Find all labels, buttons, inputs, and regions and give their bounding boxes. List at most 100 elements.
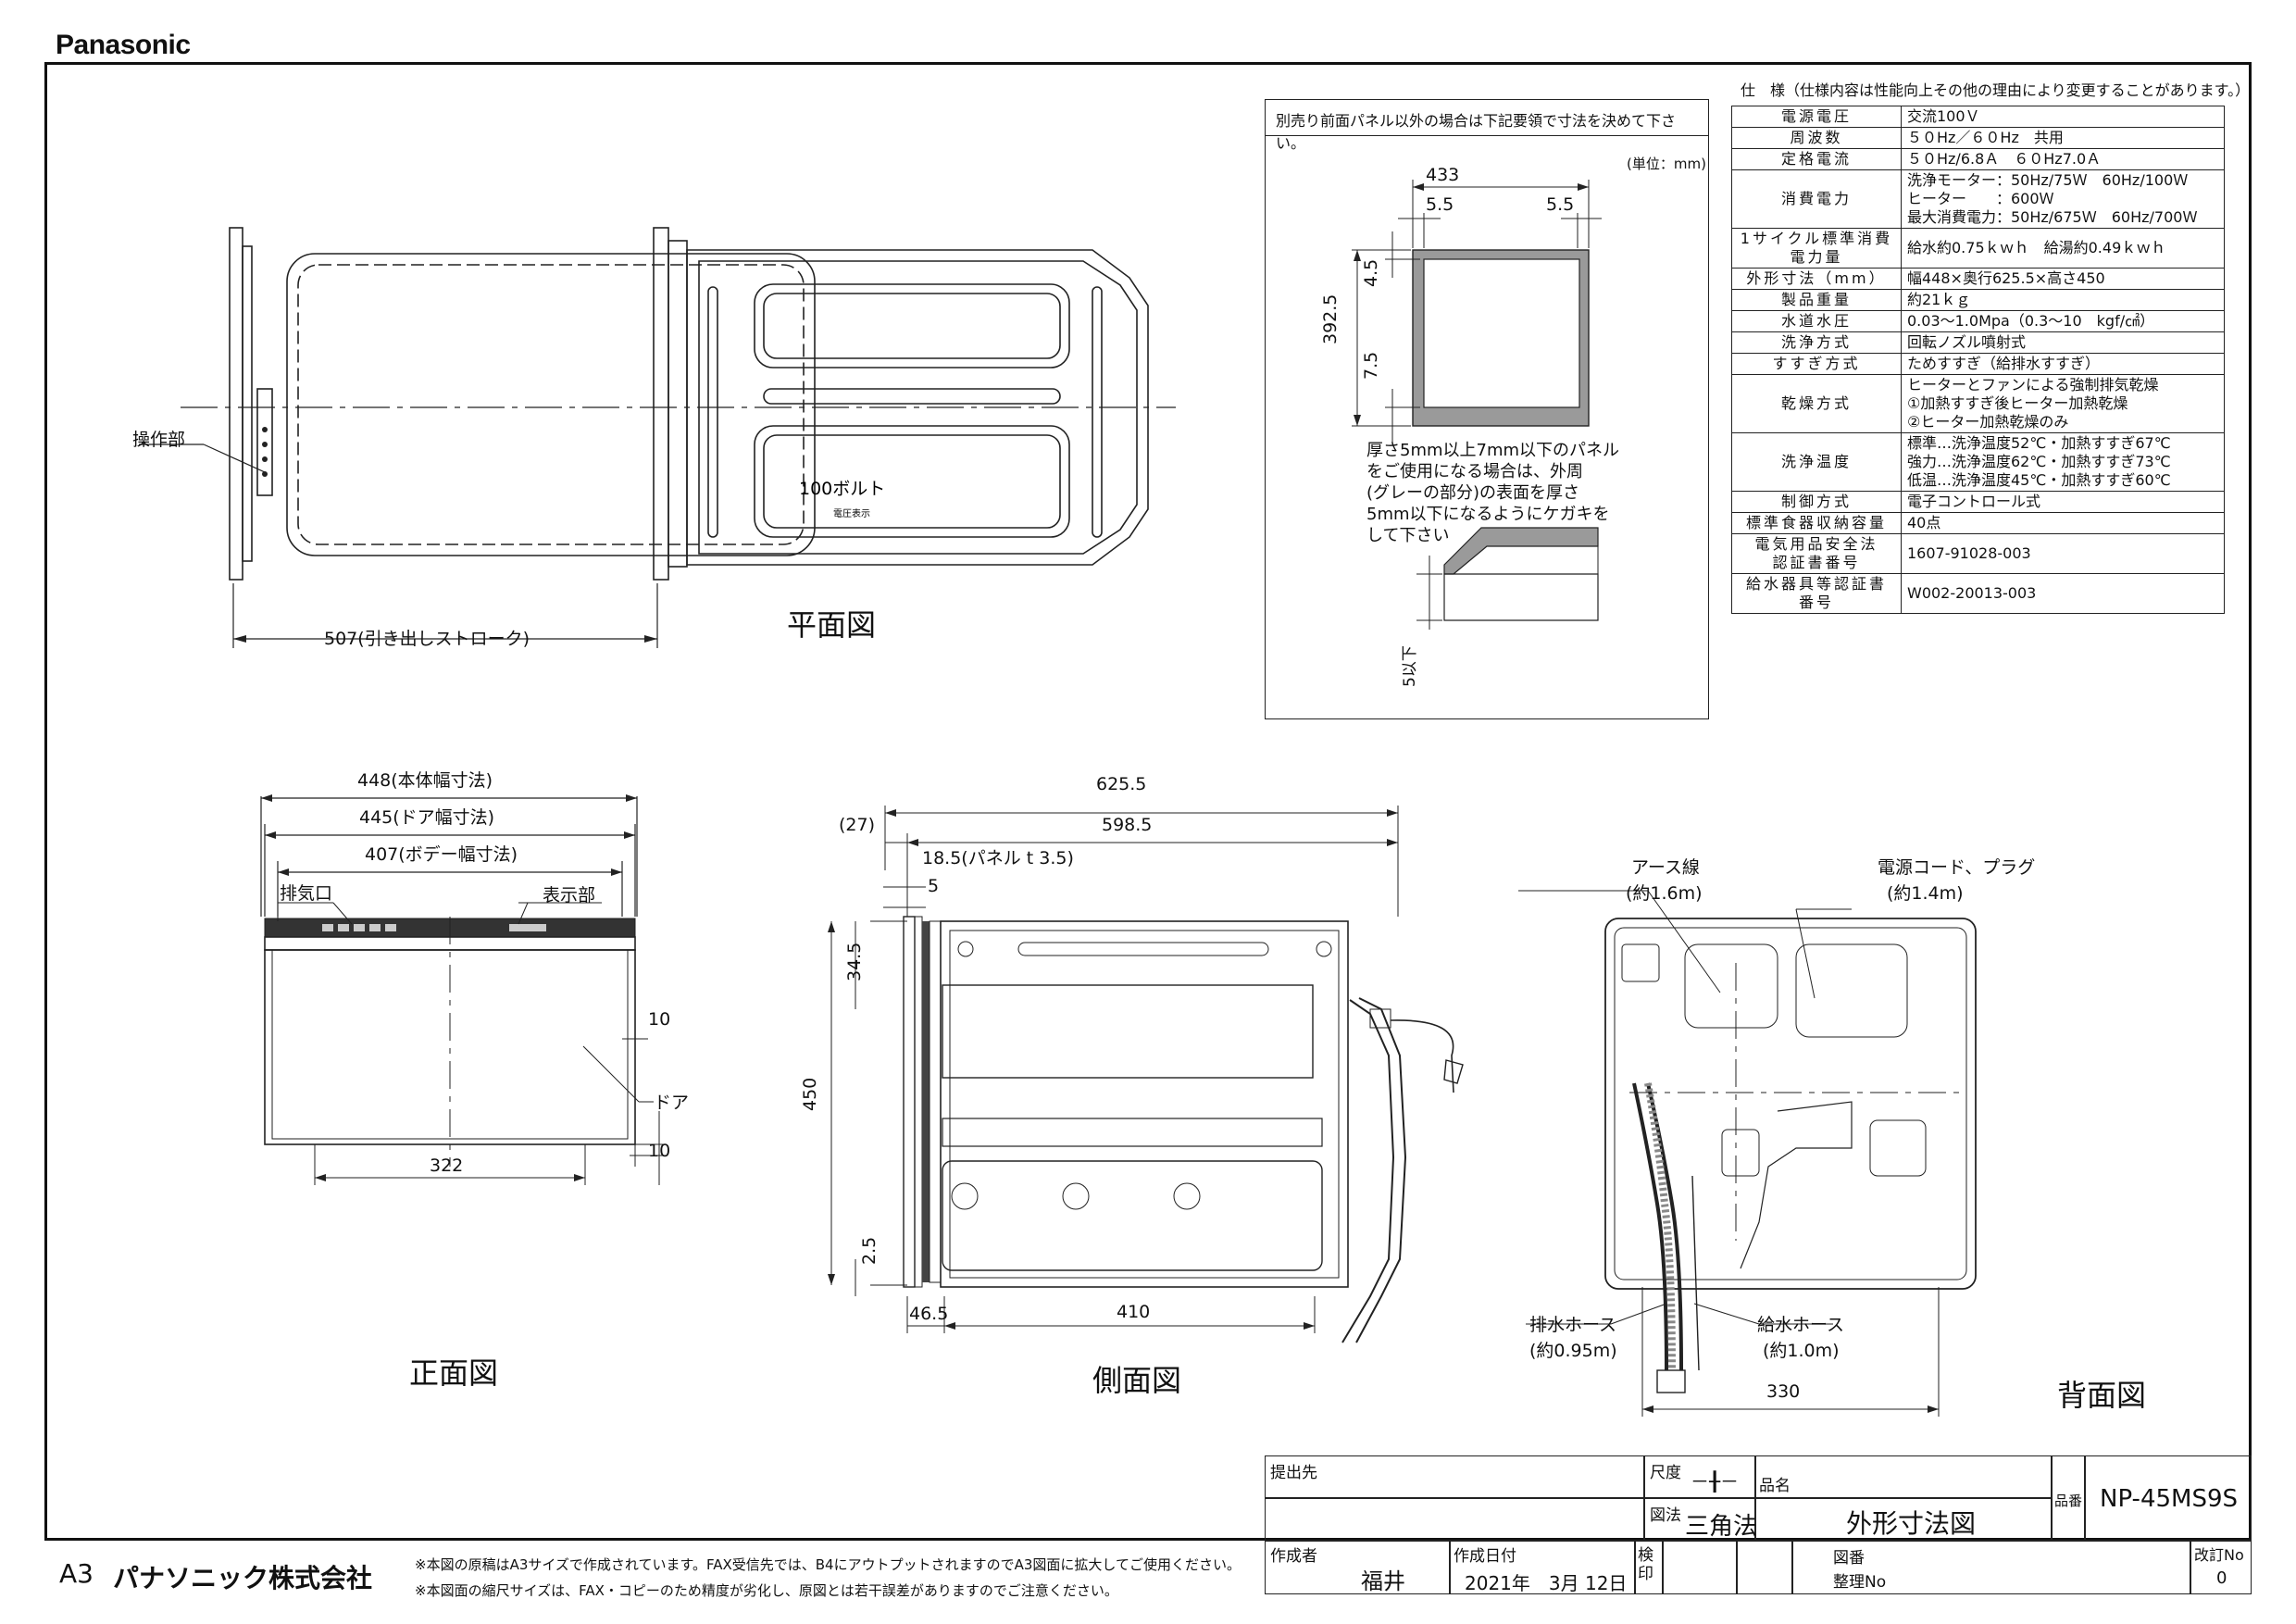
dim-448: 448(本体幅寸法) (357, 770, 493, 791)
tb-drawing-no-label: 図番 (1833, 1549, 1865, 1568)
spec-row: 消費電力洗浄モーター：50Hz/75Ｗ 60Hz/100Ｗ ヒーター ：600Ｗ… (1731, 169, 2225, 229)
spec-title: 仕 様（仕様内容は性能向上その他の理由により変更することがあります。） (1741, 81, 2251, 99)
spec-key: 水道水圧 (1731, 310, 1902, 332)
side-body (940, 920, 1349, 1288)
tb-name-label: 品名 (1759, 1477, 1791, 1495)
spec-value: 回転ノズル噴射式 (1901, 331, 2225, 354)
label-exhaust: 排気口 (280, 883, 333, 904)
spec-value: 標準…洗浄温度52℃・加熱すすぎ67℃ 強力…洗浄温度62℃・加熱すすぎ73℃ … (1901, 432, 2225, 492)
dim-465: 46.5 (909, 1304, 949, 1324)
label-earth: アース線 (1631, 857, 1700, 878)
plan-control-panel (256, 388, 273, 496)
tb-submit-label: 提出先 (1270, 1464, 1317, 1482)
label-door: ドア (654, 1093, 690, 1113)
spec-value: 交流100Ｖ (1901, 106, 2225, 128)
spec-key: 乾燥方式 (1731, 374, 1902, 433)
dim-450: 450 (800, 1077, 820, 1111)
spec-row: 制御方式電子コントロール式 (1731, 491, 2225, 513)
footer-company: パナソニック株式会社 (113, 1563, 373, 1593)
tb-author-label: 作成者 (1270, 1547, 1317, 1566)
footer-paper-size: A3 (59, 1558, 94, 1589)
tb-method-label: 図法 (1650, 1506, 1681, 1525)
back-body (1604, 918, 1977, 1290)
plan-view-title: 平面図 (787, 607, 877, 643)
tb-file-no-label: 整理No (1833, 1573, 1887, 1592)
label-display: 表示部 (543, 885, 596, 906)
front-view-title: 正面図 (409, 1355, 499, 1391)
dim-410: 410 (1117, 1302, 1151, 1322)
dim-345: 34.5 (844, 942, 865, 981)
spec-value: 給水約0.75ｋｗｈ 給湯約0.49ｋｗｈ (1901, 228, 2225, 269)
plan-volt-small: 電圧表示 (833, 507, 870, 519)
spec-value: W002-20013-003 (1901, 573, 2225, 614)
drawing-frame (44, 62, 2252, 1541)
spec-key: 外形寸法（mm） (1731, 268, 1902, 290)
spec-key: 製品重量 (1731, 289, 1902, 311)
spec-row: 洗浄方式回転ノズル噴射式 (1731, 331, 2225, 354)
tb-scale-value: －╂－ (1691, 1470, 1740, 1493)
panel-dim-433: 433 (1426, 165, 1460, 185)
tb-check-label: 検印 (1638, 1546, 1653, 1583)
spec-value: 洗浄モーター：50Hz/75Ｗ 60Hz/100Ｗ ヒーター ：600Ｗ 最大消… (1901, 169, 2225, 229)
panel-dim-3925: 392.5 (1320, 294, 1341, 344)
dim-10a: 10 (648, 1009, 671, 1030)
label-supply-hose-length: (約1.0m) (1763, 1341, 1840, 1361)
brand-logo: Panasonic (56, 30, 191, 60)
spec-value: ヒーターとファンによる強制排気乾燥 ①加熱すすぎ後ヒーター加熱乾燥 ②ヒーター加… (1901, 374, 2225, 433)
dim-5: 5 (928, 876, 940, 896)
panel-dim-45: 4.5 (1361, 258, 1381, 287)
spec-key: 電気用品安全法 認証書番号 (1731, 533, 1902, 574)
spec-key: 消費電力 (1731, 169, 1902, 229)
tb-scale-label: 尺度 (1650, 1464, 1681, 1482)
label-power-cord-length: (約1.4m) (1887, 883, 1964, 904)
spec-value: ５０Hz/6.8Ａ ６０Hz7.0Ａ (1901, 148, 2225, 170)
dim-445: 445(ドア幅寸法) (359, 807, 495, 828)
spec-value: ５０Hz／６０Hz 共用 (1901, 127, 2225, 149)
panel-dim-75: 7.5 (1361, 351, 1381, 380)
panel-dim-55a: 5.5 (1426, 194, 1454, 215)
spec-key: 制御方式 (1731, 491, 1902, 513)
tb-drawing-name: 外形寸法図 (1846, 1508, 1977, 1539)
spec-key: 1サイクル標準消費電力量 (1731, 228, 1902, 269)
tb-rev-label: 改訂No (2194, 1546, 2244, 1564)
spec-key: 定格電流 (1731, 148, 1902, 170)
side-view (828, 806, 1464, 1343)
back-view (1518, 890, 1977, 1417)
spec-key: すすぎ方式 (1731, 353, 1902, 375)
label-supply-hose: 給水ホース (1757, 1315, 1845, 1335)
spec-key: 電源電圧 (1731, 106, 1902, 128)
dim-stroke: 507(引き出しストローク) (324, 629, 530, 649)
spec-row: すすぎ方式ためすすぎ（給排水すすぎ） (1731, 353, 2225, 375)
spec-value: 電子コントロール式 (1901, 491, 2225, 513)
label-earth-length: (約1.6m) (1626, 883, 1703, 904)
label-control-panel: 操作部 (132, 430, 186, 450)
spec-key: 給水器具等認証書番号 (1731, 573, 1902, 614)
panel-instruction-heading: 別売り前面パネル以外の場合は下記要領で寸法を決めて下さい。 (1265, 99, 1709, 152)
plan-door-panel (229, 227, 243, 581)
dim-322: 322 (430, 1156, 464, 1176)
dim-25: 2.5 (859, 1236, 880, 1265)
spec-row: 1サイクル標準消費電力量給水約0.75ｋｗｈ 給湯約0.49ｋｗｈ (1731, 228, 2225, 269)
tb-part-label: 品番 (2054, 1493, 2083, 1509)
tb-author: 福井 (1361, 1568, 1405, 1594)
spec-key: 標準食器収納容量 (1731, 512, 1902, 534)
spec-value: 40点 (1901, 512, 2225, 534)
tb-date: 2021年 3月 12日 (1465, 1572, 1628, 1594)
spec-value: 0.03～1.0Mpa（0.3～10 kgf/㎠） (1901, 310, 2225, 332)
plan-body (686, 249, 1149, 566)
plan-rack (286, 253, 816, 556)
tb-rev: 0 (2216, 1568, 2227, 1588)
spec-value: 1607-91028-003 (1901, 533, 2225, 574)
dim-10b: 10 (648, 1141, 671, 1161)
dim-185: 18.5(パネル t 3.5) (922, 848, 1074, 868)
tb-submit-cell (1265, 1455, 1644, 1498)
front-view (260, 794, 667, 1185)
spec-value: ためすすぎ（給排水すすぎ） (1901, 353, 2225, 375)
panel-dim-5below: 5以下 (1401, 645, 1419, 687)
dim-598: 598.5 (1102, 815, 1153, 835)
